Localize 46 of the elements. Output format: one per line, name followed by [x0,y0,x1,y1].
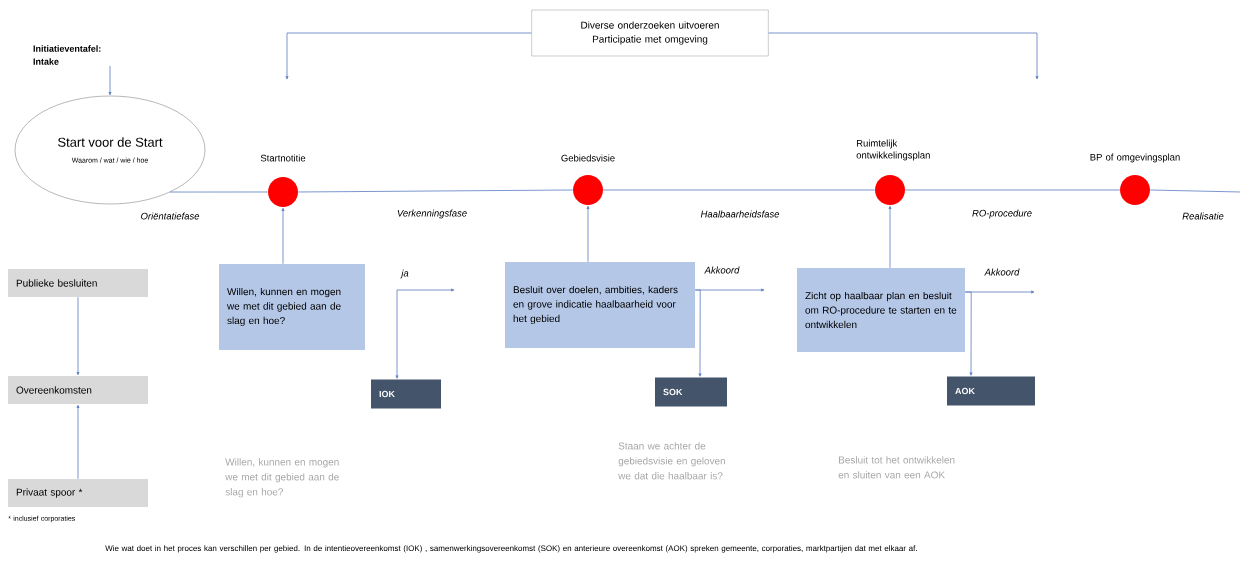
milestone-dot [875,175,905,205]
connector [904,189,1121,191]
phase-label: Realisatie [1182,212,1224,220]
milestone-dot [1120,175,1150,205]
milestone-label: Gebiedsvisie [561,154,615,162]
phase-label: Verkenningsfase [397,209,467,219]
agreement-box: AOK [947,376,1035,406]
phase-label: Haalbaarheidsfase [700,210,780,218]
connector [586,205,590,263]
branch-label: ja [400,269,409,279]
agreement-box: IOK [371,379,441,409]
agreement-box: SOK [655,377,727,407]
intake-label: Initiatieventafel: Intake [33,45,101,65]
connector [76,296,80,376]
milestone-dot [573,175,603,205]
note-text: Willen, kunnen en mogen we met dit gebied aan de slag en hoe? [225,458,339,498]
note-text: Staan we achter de gebiedsvisie en geloven we dat die haalbaar is? [618,442,725,480]
connector [768,32,1039,80]
connector [888,205,892,269]
connector [964,290,1035,294]
connector [602,189,876,191]
connector [1149,189,1240,193]
decision-box: Besluit over doelen, ambities, kaders en grove indicatie haalbaarheid voor het gebied [505,262,695,348]
connector [395,289,399,379]
decision-box: Zicht op haalbaar plan en besluit om RO-procedure te starten en te ontwikkelen [797,268,965,352]
milestone-label: Startnotitie [260,154,306,162]
milestone-label: Ruimtelijk ontwikkelingsplan [856,139,930,161]
track-box: Privaat spoor * [8,479,148,507]
phase-label: Oriëntatiefase [141,212,200,220]
phase-label: Akkoord [984,268,1020,276]
text-box: Diverse onderzoeken uitvoeren Participatie met omgeving [531,9,769,57]
connector [76,404,80,480]
connector [108,65,112,96]
track-box: Overeenkomsten [8,376,148,404]
track-box: Publieke besluiten [8,269,148,297]
connector [281,207,285,265]
milestone-dot [268,177,298,207]
milestone-label: BP of omgevingsplan [1090,153,1180,163]
phase-label: Akkoord [704,266,740,274]
phase-label: RO-procedure [972,209,1032,219]
note-text: Besluit tot het ontwikkelen en sluiten van een AOK [838,456,955,479]
connector [169,191,269,193]
decision-box: Willen, kunnen en mogen we met dit gebied aan de slag en hoe? [219,264,365,350]
connector [297,189,574,193]
connector [285,32,532,80]
connector [694,288,765,292]
